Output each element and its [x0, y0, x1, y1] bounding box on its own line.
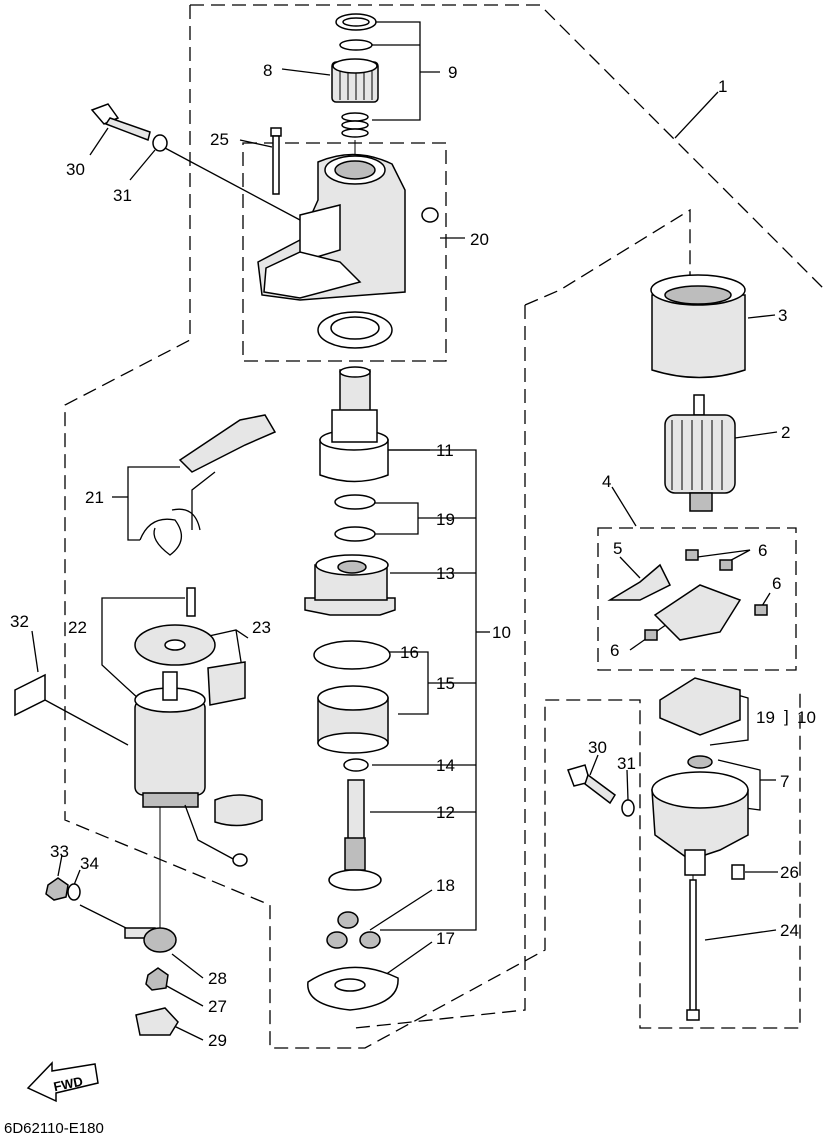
part-14-bearing [343, 758, 369, 772]
callout-31a: 31 [113, 186, 132, 205]
part-21-shift-lever [139, 414, 277, 556]
callout-4: 4 [602, 472, 611, 491]
part-19-snap-ring [334, 494, 376, 510]
part-5-brush-holder [607, 563, 742, 641]
part-20-front-housing [257, 153, 439, 301]
svg-text:]: ] [784, 707, 789, 726]
part-7-rear-cover [651, 755, 749, 876]
callout-27: 27 [208, 997, 227, 1016]
part-34-washer [67, 883, 81, 901]
callout-29: 29 [208, 1031, 227, 1050]
callout-31b: 31 [617, 754, 636, 773]
callout-25: 25 [210, 130, 229, 149]
callout-23: 23 [252, 618, 271, 637]
callout-14: 14 [436, 756, 455, 775]
part-20-bearing [317, 311, 393, 349]
callout-13: 13 [436, 564, 455, 583]
part-28-terminal-bolt [124, 927, 177, 953]
callout-26: 26 [780, 863, 799, 882]
callout-22: 22 [68, 618, 87, 637]
part-12-shaft [328, 779, 382, 891]
part-8-pinion-gear [331, 58, 379, 103]
part-6-brush-a [685, 549, 699, 561]
part-6-brush-c [754, 604, 768, 616]
part-23-grommet [207, 661, 246, 706]
part-29-cap [135, 1007, 179, 1036]
part-25-through-bolt [270, 127, 282, 195]
callout-labels: 1 2 3 4 5 6 6 6 7 8 9 10 19 10 ] 11 12 1… [4, 61, 816, 1136]
part-33-nut [45, 877, 69, 901]
part-2-armature [664, 394, 736, 512]
part-solenoid [134, 671, 248, 867]
part-15-internal-gear [317, 685, 389, 754]
part-18-planet-gears [326, 911, 381, 949]
callout-28: 28 [208, 969, 227, 988]
callout-18: 18 [436, 876, 455, 895]
callout-30a: 30 [66, 160, 85, 179]
part-6-brush-b [719, 559, 733, 571]
callout-3: 3 [778, 306, 787, 325]
callout-11: 11 [436, 441, 454, 460]
callout-17: 17 [436, 929, 455, 948]
callout-8: 8 [263, 61, 272, 80]
callout-6b: 6 [772, 574, 781, 593]
callout-9: 9 [448, 63, 457, 82]
callout-30b: 30 [588, 738, 607, 757]
part-19-plate-right [659, 677, 741, 736]
callout-21: 21 [85, 488, 104, 507]
callout-5: 5 [613, 539, 622, 558]
callout-6c: 6 [610, 641, 619, 660]
part-16-ring [313, 640, 391, 670]
part-26-screw [731, 864, 745, 880]
parts [14, 13, 768, 1103]
part-6-brush-d [644, 629, 658, 641]
callout-33: 33 [50, 842, 69, 861]
callout-34: 34 [80, 854, 99, 873]
part-32-label [14, 673, 46, 717]
part-30-bolt-right [567, 764, 617, 805]
callout-15: 15 [436, 674, 455, 693]
callout-32: 32 [10, 612, 29, 631]
callout-20: 20 [470, 230, 489, 249]
part-31-washer-right [621, 799, 635, 817]
callout-2: 2 [781, 423, 790, 442]
part-9-spring [341, 112, 369, 138]
part-11-clutch [319, 366, 389, 483]
callout-19a: 19 [436, 510, 455, 529]
part-30-bolt-left [90, 103, 151, 142]
callout-24: 24 [780, 921, 799, 940]
part-17-plate [307, 966, 399, 1011]
part-24-through-bolt [686, 879, 700, 1021]
callout-16: 16 [400, 643, 419, 662]
part-9-collar [335, 13, 377, 51]
part-31-washer-left [152, 134, 168, 152]
callout-1: 1 [718, 77, 727, 96]
callout-10b: 10 [797, 708, 816, 727]
part-27-nut [145, 967, 169, 991]
part-3-yoke [650, 274, 746, 379]
fwd-arrow-icon [26, 1061, 99, 1103]
callout-19b: 19 [756, 708, 775, 727]
leader-lines [31, 21, 778, 1041]
figure-code: 6D62110-E180 [4, 1120, 104, 1136]
callout-7: 7 [780, 772, 789, 791]
part-22-screw [186, 587, 196, 617]
callout-12: 12 [436, 803, 455, 822]
callout-10a: 10 [492, 623, 511, 642]
fwd-label: FWD [52, 1074, 84, 1095]
part-19-washer [334, 526, 376, 542]
part-boot [214, 794, 263, 827]
callout-6a: 6 [758, 541, 767, 560]
part-13-gear-housing [304, 554, 396, 616]
assembly-boundary-lines [64, 4, 826, 1049]
